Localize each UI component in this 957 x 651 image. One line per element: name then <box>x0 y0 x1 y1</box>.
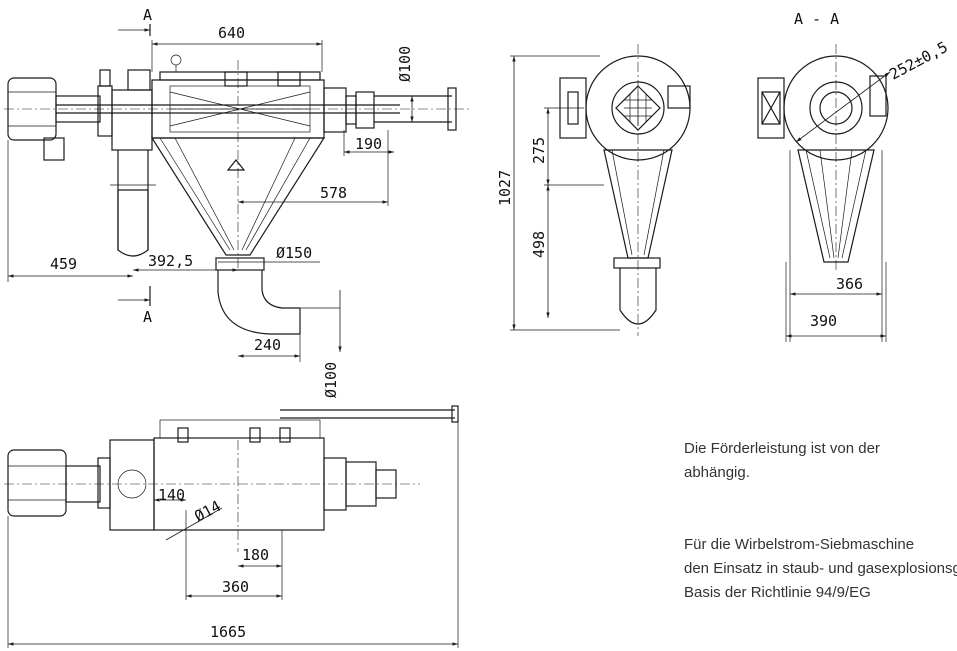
dim-578: 578 <box>320 184 347 202</box>
dim-diameter-100-top: Ø100 <box>396 46 414 82</box>
note-line: Die Förderleistung ist von der <box>684 440 880 457</box>
dim-180: 180 <box>242 546 269 564</box>
section-view: A - A 252±0,5 366 390 <box>757 10 951 342</box>
dim-190: 190 <box>355 135 382 153</box>
plan-view: 140 Ø14 180 360 1665 <box>4 405 459 648</box>
note-line: Für die Wirbelstrom-Siebmaschine <box>684 536 915 553</box>
note-line: abhängig. <box>684 464 750 481</box>
note-conveying-capacity: Die Förderleistung ist von der abhängig. <box>684 437 957 485</box>
section-marker-bottom: A <box>143 308 152 326</box>
dim-366: 366 <box>836 275 863 293</box>
dim-240: 240 <box>254 336 281 354</box>
dim-1665: 1665 <box>210 623 246 641</box>
dim-275: 275 <box>530 137 548 164</box>
dim-diameter-14: Ø14 <box>191 497 223 526</box>
dim-252-tolerance: 252±0,5 <box>886 38 950 84</box>
dim-390: 390 <box>810 312 837 330</box>
note-line: Basis der Richtlinie 94/9/EG <box>684 584 871 601</box>
section-title: A - A <box>794 10 839 28</box>
section-marker-top: A <box>143 6 152 24</box>
dim-498: 498 <box>530 231 548 258</box>
dim-360: 360 <box>222 578 249 596</box>
dim-diameter-100-bottom: Ø100 <box>322 362 340 398</box>
dim-diameter-150: Ø150 <box>276 244 312 262</box>
front-view: 1027 275 498 <box>496 44 691 336</box>
note-atex: Für die Wirbelstrom-Siebmaschine den Ein… <box>684 533 957 605</box>
dim-1027: 1027 <box>496 170 514 206</box>
dim-640: 640 <box>218 24 245 42</box>
dim-392-5: 392,5 <box>148 252 193 270</box>
note-line: den Einsatz in staub- und gasexplosionsg… <box>684 560 957 577</box>
dim-140: 140 <box>158 486 185 504</box>
side-view: A A 640 Ø100 190 578 459 392,5 Ø150 <box>4 6 470 398</box>
dim-459: 459 <box>50 255 77 273</box>
